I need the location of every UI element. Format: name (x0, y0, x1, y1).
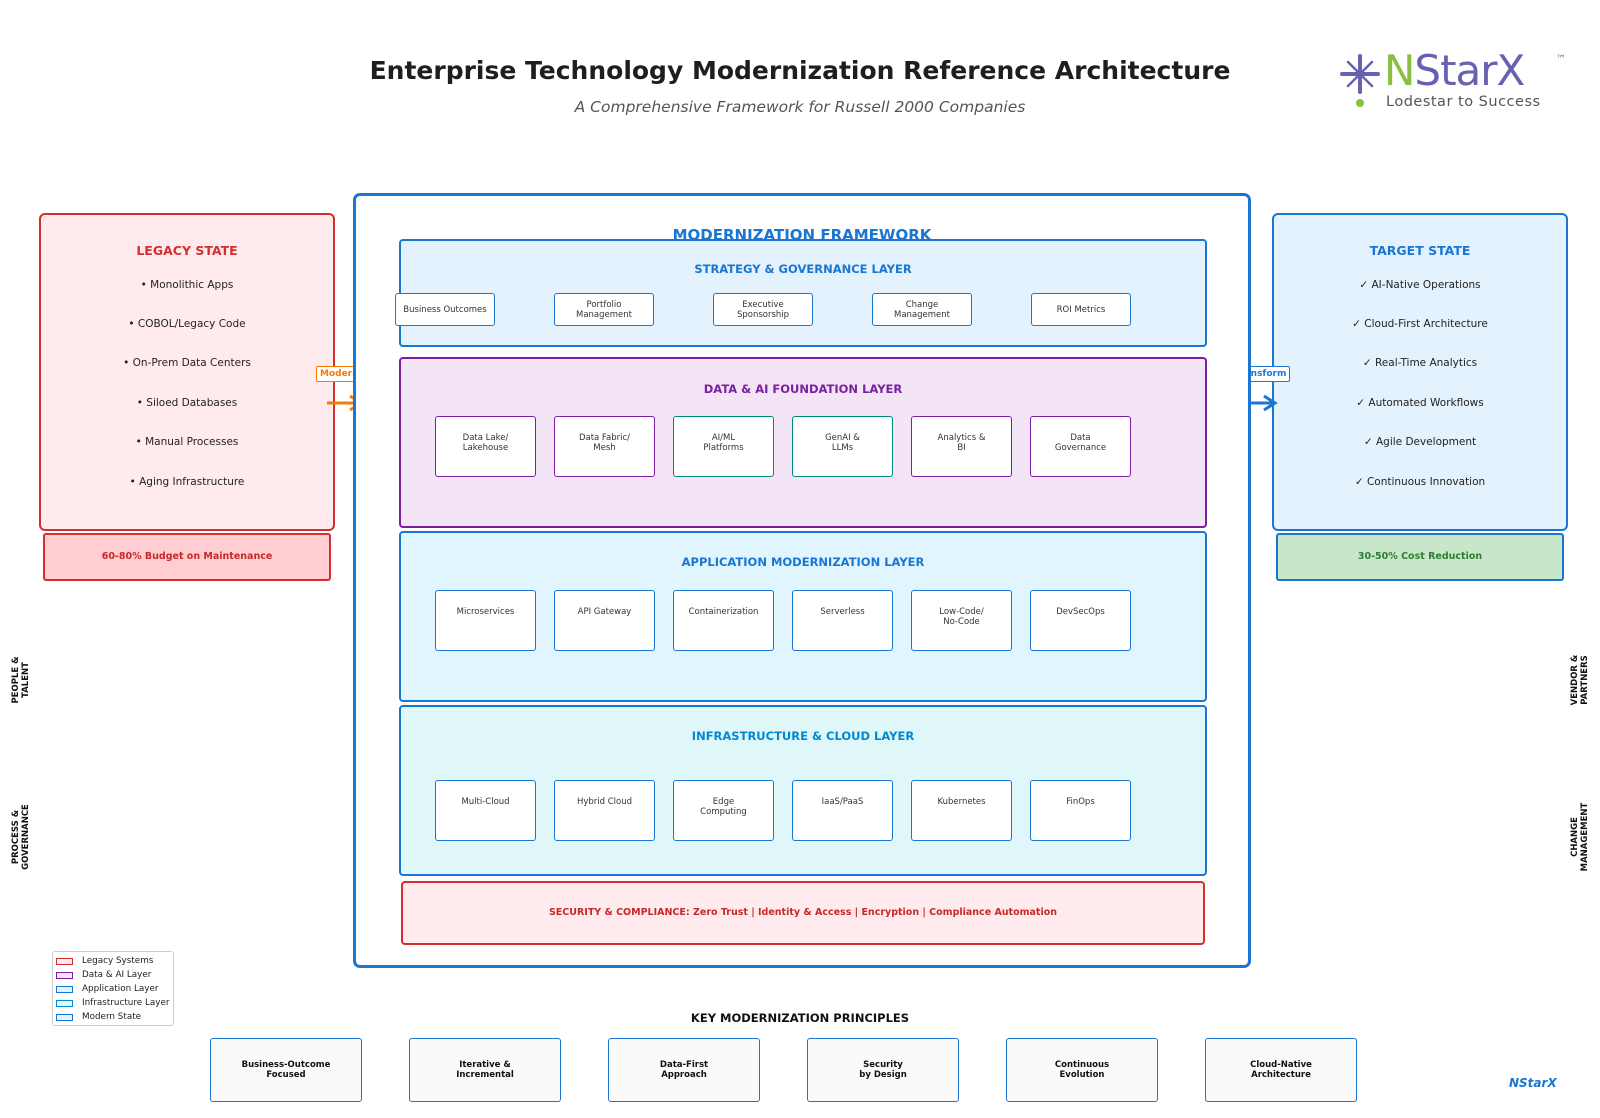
footer-brand: NStarX (1509, 1076, 1557, 1090)
page-subtitle: A Comprehensive Framework for Russell 20… (574, 98, 1026, 116)
legacy-item: • Manual Processes (135, 436, 239, 448)
legend-item: Legacy Systems (56, 955, 153, 967)
security-compliance-bar: SECURITY & COMPLIANCE: Zero Trust | Iden… (401, 881, 1205, 945)
people-talent-label: PEOPLE & TALENT (11, 656, 31, 704)
infra-component: Edge Computing (673, 780, 774, 841)
legend-swatch (56, 985, 73, 993)
legend-swatch (56, 971, 73, 979)
target-state-panel: TARGET STATE ✓ AI-Native Operations ✓ Cl… (1272, 213, 1568, 531)
legend-item: Application Layer (56, 983, 158, 995)
target-item: ✓ Automated Workflows (1356, 397, 1484, 409)
target-item: ✓ Agile Development (1363, 436, 1477, 448)
legend-swatch (56, 999, 73, 1007)
principle-card: Business-Outcome Focused (210, 1038, 362, 1102)
legacy-item: • Monolithic Apps (140, 279, 234, 291)
infra-component: IaaS/PaaS (792, 780, 893, 841)
legend-label: Modern State (82, 1012, 142, 1022)
infra-component: Hybrid Cloud (554, 780, 655, 841)
principle-card: Continuous Evolution (1006, 1038, 1158, 1102)
vendor-partners-label: VENDOR & PARTNERS (1570, 654, 1590, 706)
strategy-component: Executive Sponsorship (713, 293, 813, 326)
layer-title: DATA & AI FOUNDATION LAYER (703, 382, 903, 396)
legend-item: Infrastructure Layer (56, 997, 170, 1009)
target-item: ✓ Continuous Innovation (1354, 476, 1486, 488)
legacy-metric: 60-80% Budget on Maintenance (43, 533, 331, 581)
target-metric: 30-50% Cost Reduction (1276, 533, 1564, 581)
legend-label: Legacy Systems (82, 956, 154, 966)
principles-title: KEY MODERNIZATION PRINCIPLES (690, 1011, 910, 1025)
strategy-component: Change Management (872, 293, 972, 326)
legacy-item: • Siloed Databases (136, 397, 238, 409)
legacy-state-panel: LEGACY STATE • Monolithic Apps • COBOL/L… (39, 213, 335, 531)
data-ai-component: GenAI & LLMs (792, 416, 893, 477)
data-ai-component: Data Fabric/ Mesh (554, 416, 655, 477)
process-governance-label: PROCESS & GOVERNANCE (11, 804, 31, 870)
legend: Legacy Systems Data & AI Layer Applicati… (52, 951, 174, 1026)
logo-trademark: ™ (1556, 54, 1566, 65)
app-component: DevSecOps (1030, 590, 1131, 651)
target-state-title: TARGET STATE (1369, 243, 1471, 258)
legend-label: Data & AI Layer (82, 970, 152, 980)
nstarx-logo: NStarX ™ Lodestar to Success (1338, 46, 1570, 120)
legacy-item: • COBOL/Legacy Code (128, 318, 246, 330)
legacy-item: • On-Prem Data Centers (123, 357, 251, 369)
logo-tagline: Lodestar to Success (1386, 94, 1541, 110)
legacy-item: • Aging Infrastructure (129, 476, 245, 488)
principle-card: Iterative & Incremental (409, 1038, 561, 1102)
target-item: ✓ Cloud-First Architecture (1352, 318, 1488, 330)
logo-wordmark: NStarX (1384, 46, 1525, 95)
data-ai-component: Analytics & BI (911, 416, 1012, 477)
strategy-component: Business Outcomes (395, 293, 495, 326)
legend-swatch (56, 957, 73, 965)
app-component: Containerization (673, 590, 774, 651)
principle-card: Security by Design (807, 1038, 959, 1102)
data-ai-component: AI/ML Platforms (673, 416, 774, 477)
target-item: ✓ Real-Time Analytics (1362, 357, 1478, 369)
data-ai-component: Data Governance (1030, 416, 1131, 477)
legend-label: Infrastructure Layer (82, 998, 170, 1008)
legend-swatch (56, 1013, 73, 1021)
app-component: Microservices (435, 590, 536, 651)
infra-component: Kubernetes (911, 780, 1012, 841)
strategy-component: Portfolio Management (554, 293, 654, 326)
page-title: Enterprise Technology Modernization Refe… (369, 56, 1231, 85)
principle-card: Cloud-Native Architecture (1205, 1038, 1357, 1102)
target-item: ✓ AI-Native Operations (1359, 279, 1481, 291)
infra-component: Multi-Cloud (435, 780, 536, 841)
legend-label: Application Layer (82, 984, 159, 994)
app-component: Low-Code/ No-Code (911, 590, 1012, 651)
legacy-state-title: LEGACY STATE (136, 243, 238, 258)
change-management-label: CHANGE MANAGEMENT (1570, 802, 1590, 872)
principle-card: Data-First Approach (608, 1038, 760, 1102)
strategy-component: ROI Metrics (1031, 293, 1131, 326)
infra-component: FinOps (1030, 780, 1131, 841)
layer-title: STRATEGY & GOVERNANCE LAYER (694, 262, 912, 276)
legend-item: Data & AI Layer (56, 969, 151, 981)
legend-item: Modern State (56, 1011, 141, 1023)
app-component: Serverless (792, 590, 893, 651)
app-component: API Gateway (554, 590, 655, 651)
data-ai-component: Data Lake/ Lakehouse (435, 416, 536, 477)
layer-title: APPLICATION MODERNIZATION LAYER (681, 555, 925, 569)
star-icon (1340, 54, 1380, 107)
layer-title: INFRASTRUCTURE & CLOUD LAYER (691, 729, 915, 743)
